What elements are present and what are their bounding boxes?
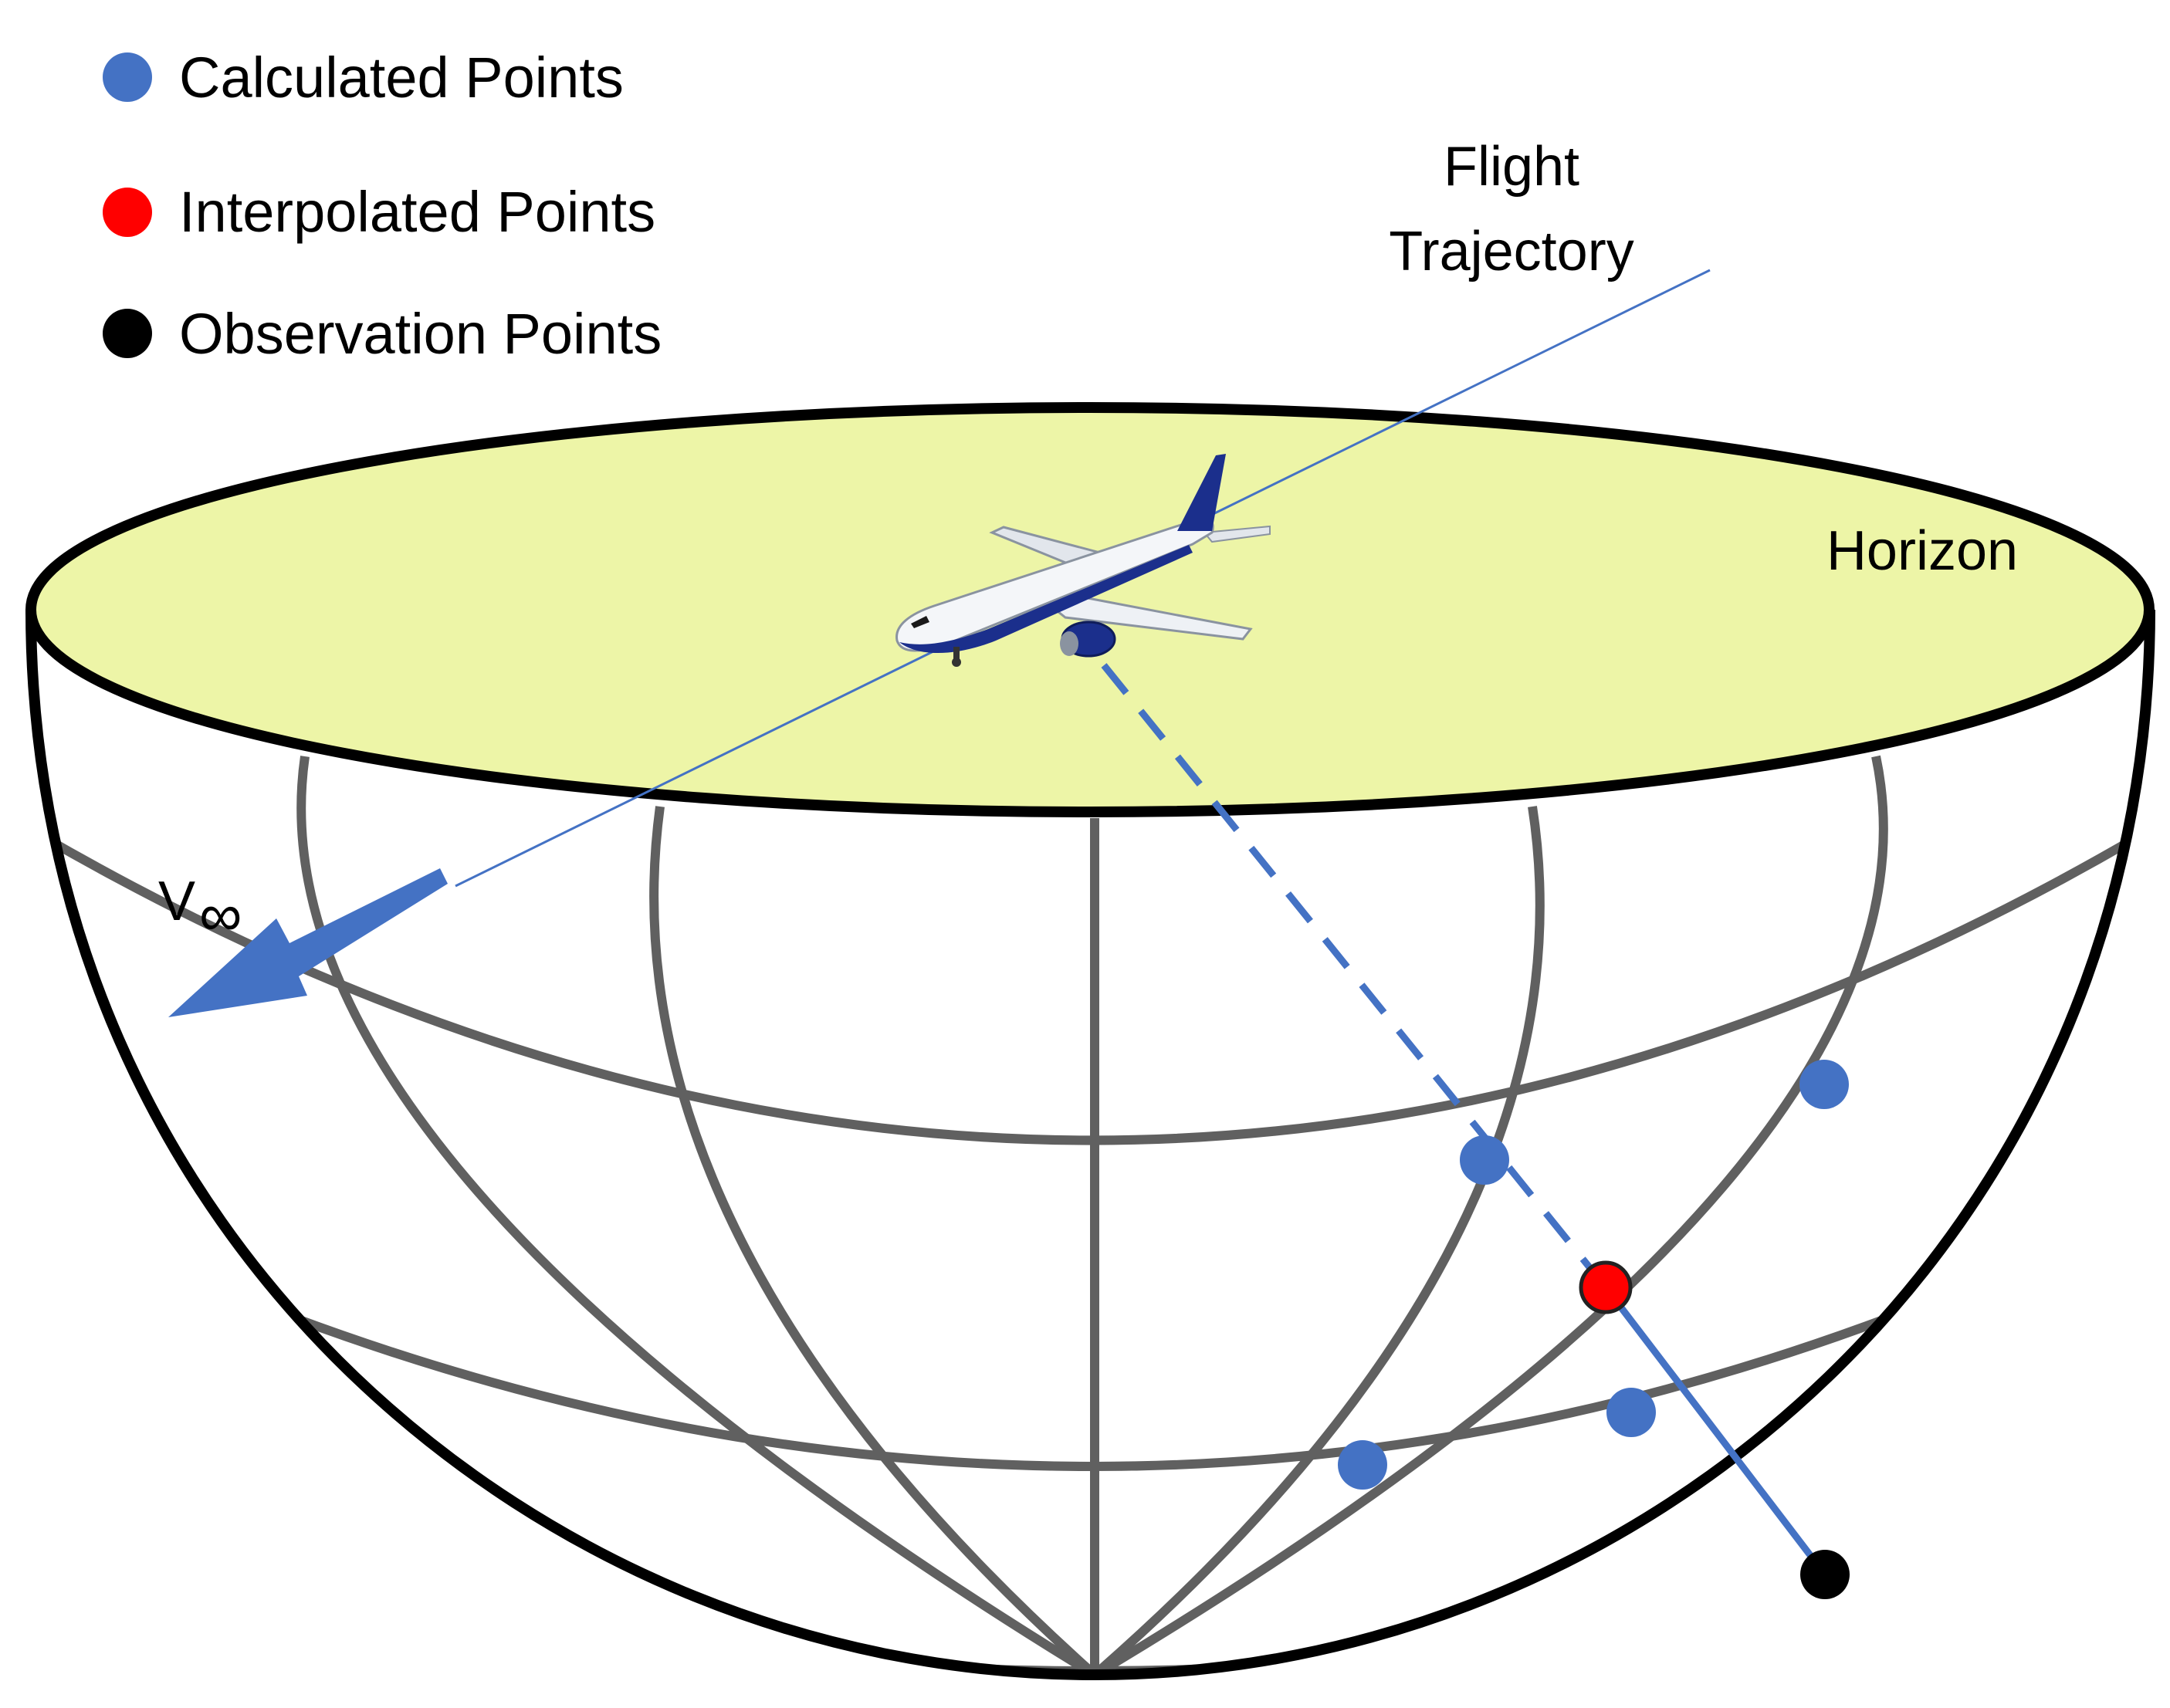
- trajectory-label-line1: Flight: [1444, 136, 1579, 198]
- legend-label-observation: Observation Points: [179, 302, 662, 366]
- legend-label-calculated: Calculated Points: [179, 46, 624, 110]
- observation-point: [1800, 1550, 1850, 1599]
- observation-point-marker: [103, 309, 152, 358]
- legend-item-calculated: Calculated Points: [103, 46, 624, 110]
- interpolated-point: [1579, 1260, 1633, 1314]
- velocity-symbol: V: [158, 871, 195, 932]
- calculated-point-marker: [103, 52, 152, 102]
- meridian-left-1: [649, 806, 1098, 1675]
- legend: Calculated Points Interpolated Points Ob…: [103, 46, 662, 366]
- meridian-right-1: [1092, 806, 1545, 1675]
- velocity-subscript: ∞: [199, 881, 242, 949]
- meridian-left-2: [296, 756, 1098, 1675]
- interpolated-point-marker: [103, 188, 152, 237]
- calculated-point: [1460, 1135, 1509, 1185]
- legend-item-observation: Observation Points: [103, 302, 662, 366]
- velocity-arrow: [168, 868, 448, 1017]
- calculated-point: [1799, 1060, 1849, 1109]
- calculated-point: [1606, 1388, 1656, 1437]
- velocity-label: V ∞: [158, 871, 242, 949]
- sight-line-solid: [1603, 1285, 1828, 1577]
- parallel-upper: [31, 825, 2150, 1145]
- legend-label-interpolated: Interpolated Points: [179, 180, 655, 244]
- meridian-right-2: [1092, 755, 1888, 1675]
- parallel-middle: [31, 1199, 2150, 1471]
- calculated-points: [1338, 1060, 1849, 1490]
- trajectory-label-line2: Trajectory: [1389, 221, 1633, 282]
- legend-item-interpolated: Interpolated Points: [103, 180, 655, 244]
- horizon-label: Horizon: [1826, 520, 2018, 582]
- airplane-icon: [895, 454, 1271, 667]
- hemisphere-grid: [31, 755, 2150, 1675]
- hemisphere-outline: [25, 609, 2155, 1681]
- calculated-point: [1338, 1440, 1387, 1490]
- sight-line-dashed: [1101, 663, 1609, 1290]
